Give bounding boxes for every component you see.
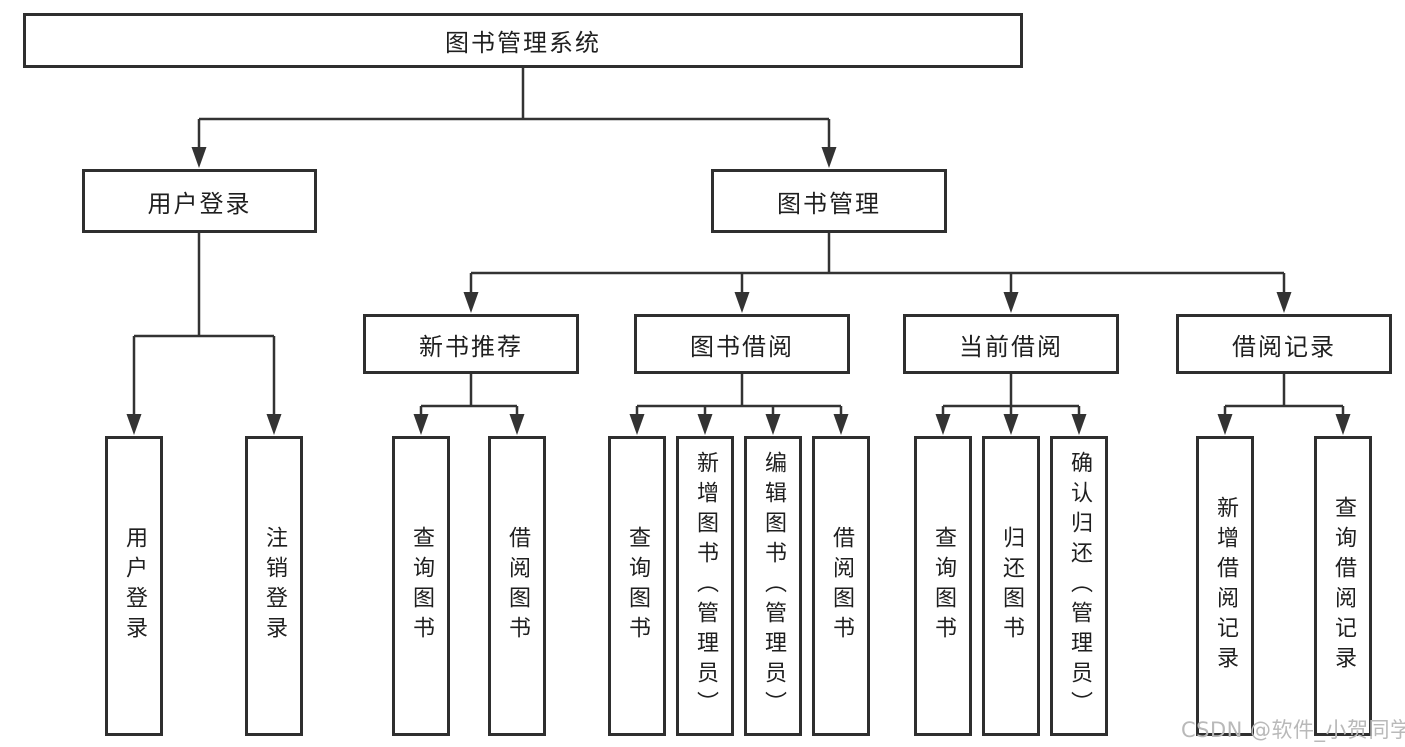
connector-root-to-level2	[191, 68, 837, 168]
node-confirm-return-admin: 确认归还（管理员）	[1050, 436, 1108, 736]
arrowhead-icon	[1276, 292, 1292, 313]
node-label: 当前借阅	[959, 332, 1063, 361]
node-label: 图书管理系统	[445, 29, 601, 57]
arrowhead-icon	[821, 147, 837, 168]
node-label: 借阅记录	[1232, 332, 1336, 361]
arrowhead-icon	[509, 414, 525, 435]
node-label: 新增图书（管理员）	[693, 451, 718, 721]
arrowhead-icon	[1003, 414, 1019, 435]
arrowhead-icon	[126, 414, 142, 435]
node-query-books-recommendation: 查询图书	[392, 436, 450, 736]
arrowhead-icon	[1071, 414, 1087, 435]
arrowhead-icon	[935, 414, 951, 435]
csdn-watermark: CSDN @软件_小贺同学	[1181, 718, 1405, 742]
node-add-books-admin: 新增图书（管理员）	[676, 436, 734, 736]
node-label: 查询图书	[931, 526, 956, 646]
node-label: 用户登录	[147, 189, 252, 218]
arrowhead-icon	[1003, 292, 1019, 313]
arrowhead-icon	[629, 414, 645, 435]
node-label: 注销登录	[262, 526, 287, 646]
arrowhead-icon	[734, 292, 750, 313]
node-add-borrowing-record: 新增借阅记录	[1196, 436, 1254, 736]
node-label: 编辑图书（管理员）	[761, 451, 786, 721]
connector-bookborrow-to-leaves	[629, 374, 849, 435]
arrowhead-icon	[765, 414, 781, 435]
node-new-book-recommendation: 新书推荐	[363, 314, 579, 374]
node-edit-books-admin: 编辑图书（管理员）	[744, 436, 802, 736]
node-label: 查询图书	[409, 526, 434, 646]
node-label: 图书管理	[777, 189, 881, 218]
node-label: 借阅图书	[505, 526, 530, 646]
node-label: 图书借阅	[690, 332, 794, 361]
node-label: 归还图书	[999, 526, 1024, 646]
arrowhead-icon	[266, 414, 282, 435]
node-user-login: 用户登录	[82, 169, 317, 233]
arrowhead-icon	[463, 292, 479, 313]
node-logout: 注销登录	[245, 436, 303, 736]
node-borrowing-records: 借阅记录	[1176, 314, 1392, 374]
arrowhead-icon	[1217, 414, 1233, 435]
connector-borrowrecord-to-leaves	[1217, 374, 1351, 435]
connector-bookmgmt-to-level3	[463, 233, 1292, 313]
node-current-borrowing: 当前借阅	[903, 314, 1119, 374]
node-query-books-borrowing: 查询图书	[608, 436, 666, 736]
node-label: 确认归还（管理员）	[1067, 451, 1092, 721]
arrowhead-icon	[413, 414, 429, 435]
node-label: 借阅图书	[829, 526, 854, 646]
node-library-management-system: 图书管理系统	[23, 13, 1023, 68]
node-book-management: 图书管理	[711, 169, 947, 233]
connector-userlogin-to-leaves	[126, 233, 282, 435]
node-query-borrowing-record: 查询借阅记录	[1314, 436, 1372, 736]
node-return-books: 归还图书	[982, 436, 1040, 736]
node-label: 查询借阅记录	[1331, 496, 1356, 676]
node-borrow-books: 借阅图书	[812, 436, 870, 736]
node-query-books-current: 查询图书	[914, 436, 972, 736]
node-borrow-books-recommendation: 借阅图书	[488, 436, 546, 736]
arrowhead-icon	[697, 414, 713, 435]
node-label: 用户登录	[122, 526, 147, 646]
connector-newbookrec-to-leaves	[413, 374, 525, 435]
node-label: 查询图书	[625, 526, 650, 646]
node-label: 新增借阅记录	[1213, 496, 1238, 676]
arrowhead-icon	[1335, 414, 1351, 435]
arrowhead-icon	[191, 147, 207, 168]
node-book-borrowing: 图书借阅	[634, 314, 850, 374]
connector-currentborrow-to-leaves	[935, 374, 1087, 435]
arrowhead-icon	[833, 414, 849, 435]
node-user-login-operation: 用户登录	[105, 436, 163, 736]
node-label: 新书推荐	[419, 332, 523, 361]
